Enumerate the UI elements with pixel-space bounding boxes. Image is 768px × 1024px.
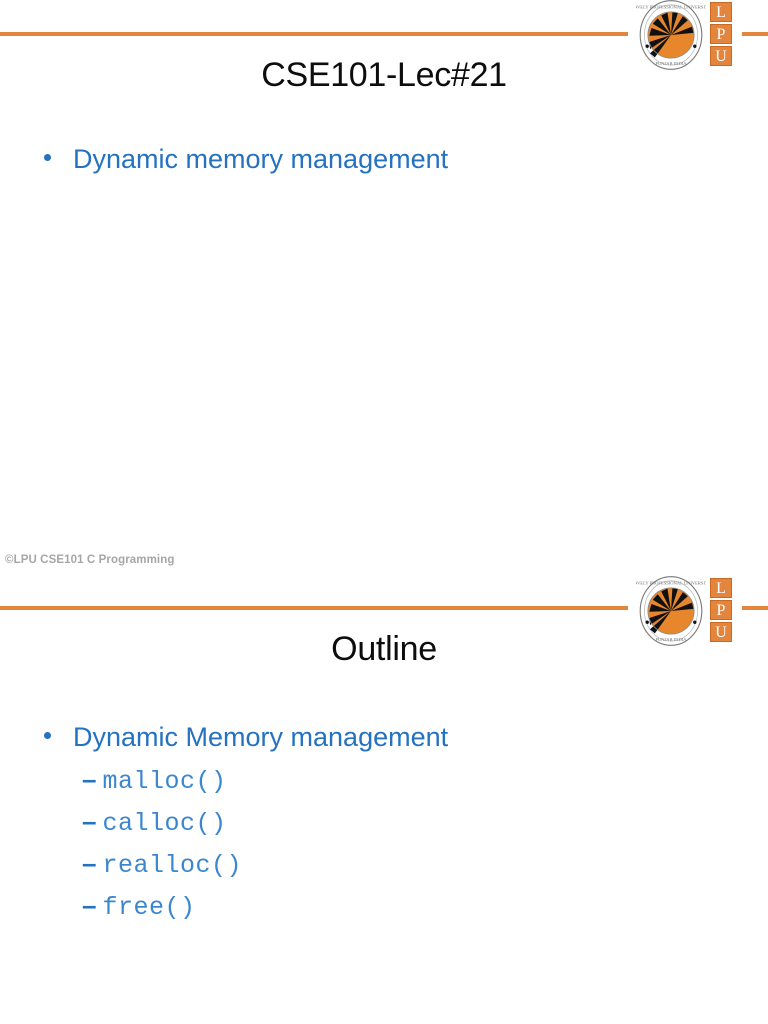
- sub-item-realloc-label: realloc(): [102, 851, 242, 880]
- lpu-letter-stack: L P U: [710, 2, 734, 66]
- lpu-logo-2: LOVELY PROFESSIONAL UNIVERSITY PUNJAB IN…: [636, 576, 746, 646]
- lpu-crest-icon: LOVELY PROFESSIONAL UNIVERSITY PUNJAB IN…: [636, 0, 706, 70]
- lpu-letter-u: U: [710, 622, 732, 642]
- slide-2-bullet-1-label: Dynamic Memory management: [73, 722, 449, 752]
- slide-1-title: CSE101-Lec#21: [261, 56, 507, 94]
- sub-dash-marker: –: [82, 890, 97, 920]
- slide-2-bullet-1: Dynamic Memory management: [44, 722, 448, 753]
- slide-2: LOVELY PROFESSIONAL UNIVERSITY PUNJAB IN…: [0, 576, 768, 1024]
- sub-item-free-label: free(): [102, 893, 196, 922]
- lpu-logo: LOVELY PROFESSIONAL UNIVERSITY PUNJAB IN…: [636, 0, 746, 70]
- sub-item-malloc: – malloc(): [82, 766, 227, 796]
- sub-item-realloc: – realloc(): [82, 850, 242, 880]
- slide-1: LOVELY PROFESSIONAL UNIVERSITY PUNJAB IN…: [0, 0, 768, 566]
- svg-text:LOVELY PROFESSIONAL UNIVERSITY: LOVELY PROFESSIONAL UNIVERSITY: [636, 4, 706, 9]
- sub-dash-marker: –: [82, 806, 97, 836]
- sub-item-malloc-label: malloc(): [102, 767, 227, 796]
- lpu-letter-stack: L P U: [710, 578, 734, 642]
- sub-item-calloc-label: calloc(): [102, 809, 227, 838]
- lpu-letter-l: L: [710, 578, 732, 598]
- header-rule-left-2: [0, 606, 628, 610]
- svg-text:LOVELY PROFESSIONAL UNIVERSITY: LOVELY PROFESSIONAL UNIVERSITY: [636, 580, 706, 585]
- lpu-crest-icon: LOVELY PROFESSIONAL UNIVERSITY PUNJAB IN…: [636, 576, 706, 646]
- sub-item-calloc: – calloc(): [82, 808, 227, 838]
- lpu-letter-l: L: [710, 2, 732, 22]
- sub-item-free: – free(): [82, 892, 195, 922]
- slide-2-title: Outline: [331, 630, 437, 668]
- svg-text:PUNJAB INDIA: PUNJAB INDIA: [655, 61, 687, 66]
- header-rule-right-2: [742, 606, 768, 610]
- slide-1-bullet-1-label: Dynamic memory management: [73, 144, 449, 174]
- header-rule-right: [742, 32, 768, 36]
- bullet-dot-icon: [44, 154, 51, 161]
- sub-dash-marker: –: [82, 848, 97, 878]
- slide-1-footer: ©LPU CSE101 C Programming: [5, 554, 175, 566]
- bullet-dot-icon: [44, 732, 51, 739]
- lpu-letter-u: U: [710, 46, 732, 66]
- svg-text:PUNJAB INDIA: PUNJAB INDIA: [655, 637, 687, 642]
- slide-1-bullet-1: Dynamic memory management: [44, 144, 448, 175]
- lpu-letter-p: P: [710, 600, 732, 620]
- header-rule-left: [0, 32, 628, 36]
- sub-dash-marker: –: [82, 764, 97, 794]
- lpu-letter-p: P: [710, 24, 732, 44]
